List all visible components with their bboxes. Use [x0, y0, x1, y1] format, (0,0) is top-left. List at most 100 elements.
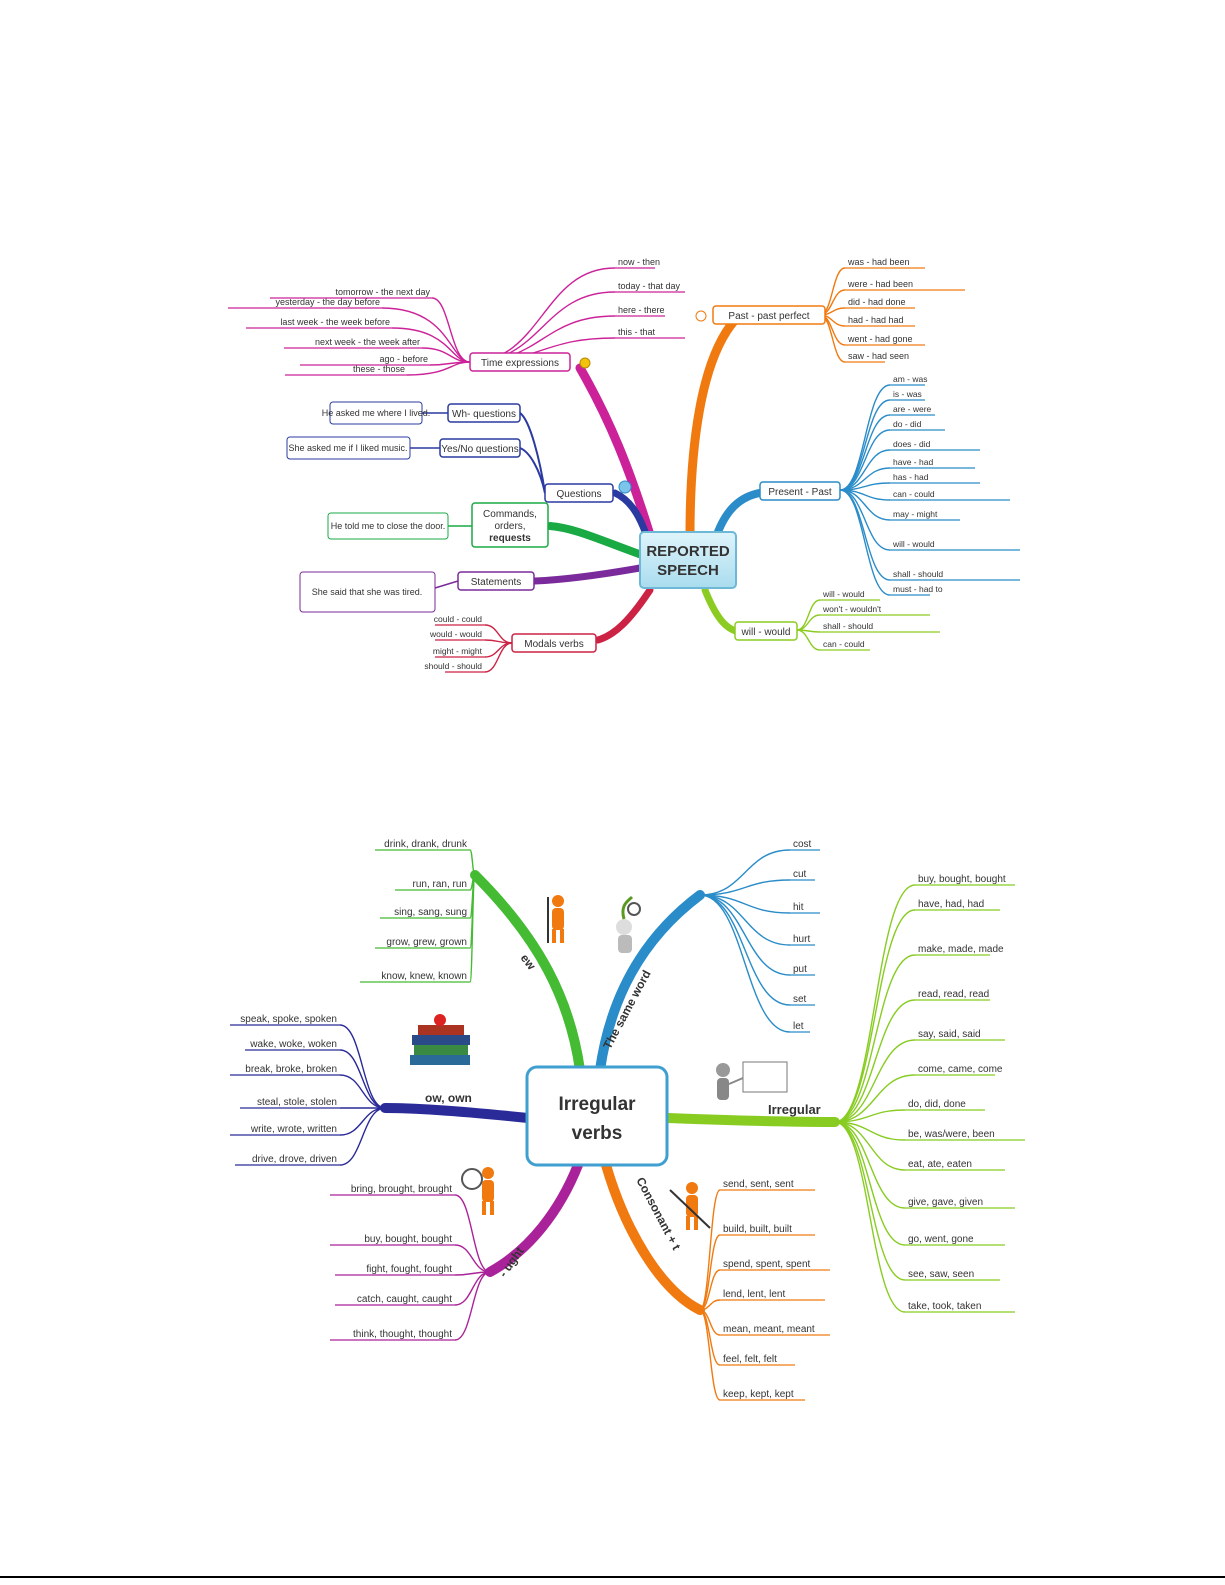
leaf-label: today - that day	[618, 281, 681, 291]
leaf-label: tomorrow - the next day	[335, 287, 430, 297]
will-would-leaves: will - would won't - wouldn't shall - shou…	[796, 589, 940, 651]
leaf-label: sing, sang, sung	[394, 907, 467, 918]
leaf-connector	[339, 1107, 386, 1136]
leaf-connector	[839, 384, 891, 491]
branch-time-expressions-line	[575, 363, 655, 540]
leaf-label: go, went, gone	[908, 1234, 974, 1245]
leaf-label: buy, bought, bought	[918, 874, 1006, 885]
leaf-label: build, built, built	[723, 1224, 792, 1235]
label-will-would: will - would	[741, 627, 791, 638]
leaf-connector	[454, 1194, 491, 1273]
branch-orders-line	[546, 522, 646, 559]
leaf-connector	[834, 909, 916, 1123]
wh-example-text: He asked me where I lived.	[322, 408, 431, 418]
plant-head-figure-icon	[616, 895, 641, 953]
leaf-label: write, wrote, written	[250, 1124, 337, 1135]
pencil-figure-icon	[669, 1182, 711, 1230]
box-statements[interactable]: Statements	[457, 571, 535, 591]
leaf-label: hit	[793, 902, 804, 913]
box-time-expressions[interactable]: Time expressions	[469, 352, 571, 372]
leaf-label: buy, bought, bought	[364, 1234, 452, 1245]
box-statements-example: She said that she was tired.	[299, 571, 436, 613]
leaf-label: keep, kept, kept	[723, 1389, 794, 1400]
leaf-label: does - did	[893, 439, 931, 449]
leaf-label: went - had gone	[847, 334, 913, 344]
note-icon	[695, 310, 707, 322]
leaf-label: lend, lent, lent	[723, 1289, 785, 1300]
leaf-label: could - could	[434, 614, 482, 624]
leaf-label: break, broke, broken	[245, 1064, 337, 1075]
leaf-connector	[699, 894, 791, 946]
leaf-connector	[484, 642, 513, 673]
leaf-label: cost	[793, 839, 812, 850]
leaf-connector	[834, 1039, 916, 1123]
leaf-connector	[469, 874, 476, 983]
leaf-connector	[839, 399, 891, 491]
leaf-connector	[834, 884, 916, 1123]
box-present-past[interactable]: Present - Past	[759, 481, 841, 501]
leaf-connector	[834, 1121, 906, 1141]
leaf-label: take, took, taken	[908, 1301, 981, 1312]
map-irregular-verbs: drink, drank, drunk run, ran, run sing, sa…	[230, 839, 1025, 1401]
leaf-label: run, ran, run	[413, 879, 467, 890]
leaf-label: cut	[793, 869, 807, 880]
leaf-connector	[339, 1049, 386, 1109]
box-wh-questions[interactable]: Wh- questions	[447, 403, 521, 423]
branch-modals-line	[594, 586, 654, 644]
leaf-label: mean, meant, meant	[723, 1324, 815, 1335]
leaf-label: see, saw, seen	[908, 1269, 974, 1280]
label-orders-line-2: orders,	[494, 521, 525, 532]
leaf-connector	[834, 954, 916, 1123]
box-will-would[interactable]: will - would	[734, 621, 798, 641]
leaf-label: must - had to	[893, 584, 943, 594]
leaf-label: now - then	[618, 257, 660, 267]
leaf-label: think, thought, thought	[353, 1329, 452, 1340]
leaf-label: this - that	[618, 327, 656, 337]
leaf-label: grow, grew, grown	[386, 937, 467, 948]
leaf-connector	[484, 642, 513, 658]
leaf-connector	[834, 1109, 906, 1123]
leaf-label: won't - wouldn't	[822, 604, 882, 614]
box-yes-no-questions[interactable]: Yes/No questions	[439, 438, 521, 458]
leaf-label: drink, drank, drunk	[384, 839, 468, 850]
leaf-connector	[454, 1244, 491, 1273]
leaf-connector	[834, 1074, 916, 1123]
leaf-label: be, was/were, been	[908, 1129, 995, 1140]
leaf-label: can - could	[823, 639, 865, 649]
label-modals: Modals verbs	[524, 639, 583, 650]
leaf-label: has - had	[893, 472, 929, 482]
leaf-connector	[796, 629, 821, 651]
box-past-perfect[interactable]: Past - past perfect	[712, 305, 826, 325]
leaf-connector	[431, 297, 471, 363]
leaf-label: shall - should	[823, 621, 873, 631]
box-wh-example: He asked me where I lived.	[322, 401, 431, 425]
center-irregular-verbs[interactable]: Irregular verbs	[525, 1065, 669, 1167]
leaf-connector	[699, 1269, 721, 1311]
box-orders[interactable]: Commands, orders, requests	[471, 502, 549, 548]
label-statements: Statements	[471, 577, 522, 588]
leaf-label: have, had, had	[918, 899, 984, 910]
label-present-past: Present - Past	[768, 487, 832, 498]
branch-same-word-line	[595, 890, 705, 1075]
leaf-connector	[339, 1107, 386, 1166]
leaf-label: was - had been	[847, 257, 910, 267]
leaf-label: is - was	[893, 389, 922, 399]
leaf-connector	[381, 307, 471, 363]
leaf-label: put	[793, 964, 807, 975]
box-modals[interactable]: Modals verbs	[511, 633, 597, 653]
leaf-connector	[834, 1121, 906, 1209]
leaf-label: fight, fought, fought	[366, 1264, 452, 1275]
leaf-label: eat, ate, eaten	[908, 1159, 972, 1170]
center-reported-speech[interactable]: REPORTED SPEECH	[639, 531, 737, 589]
leaf-connector	[454, 1271, 491, 1306]
leaf-label: will - would	[822, 589, 865, 599]
box-questions[interactable]: Questions	[544, 483, 614, 503]
center-title-line-1: REPORTED	[646, 543, 730, 560]
leaf-connector	[406, 361, 471, 376]
label-time-expressions: Time expressions	[481, 358, 559, 369]
